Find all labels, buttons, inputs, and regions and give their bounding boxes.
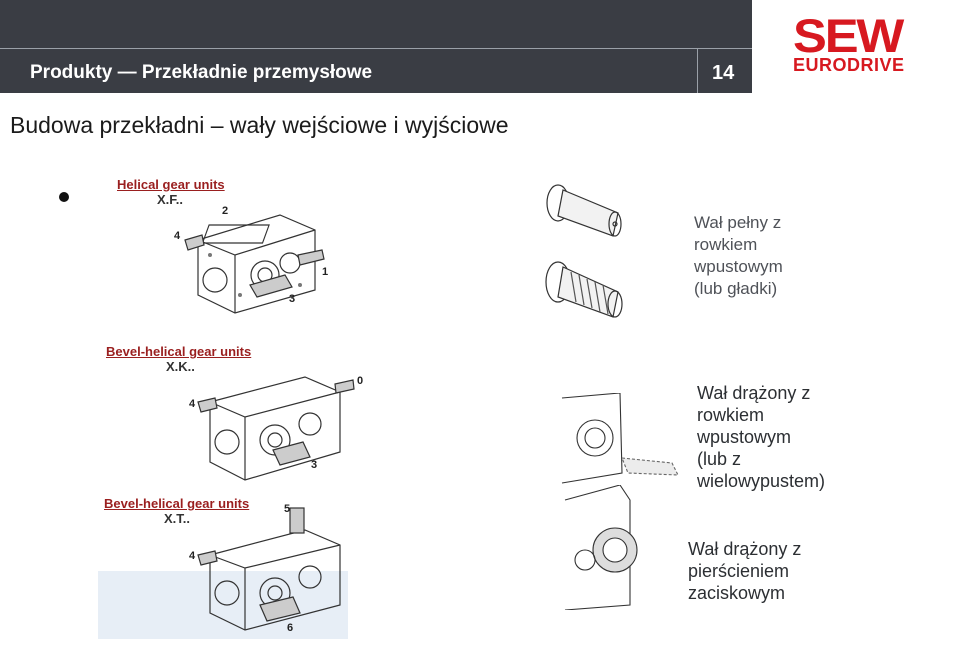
hollow-shrink-disc-shaft-drawing	[564, 485, 638, 610]
caption-line: pierścieniem	[688, 561, 790, 581]
figure-3-code: X.T..	[164, 511, 191, 526]
hollow-keyed-shaft-drawing	[561, 393, 679, 484]
logo-eurodrive: EURODRIVE	[793, 55, 905, 75]
figure-2-code: X.K..	[166, 359, 195, 374]
slide-title: Budowa przekładni – wały wejściowe i wyj…	[10, 112, 509, 138]
caption-line: wpustowym	[697, 427, 792, 447]
caption-line: zaciskowym	[688, 583, 786, 603]
bevel-helical-gear-unit-drawing	[197, 376, 355, 481]
caption-line: Wał drążony z	[688, 539, 802, 559]
caption-hollow-keyed: Wał drążony z rowkiem wpustowym (lub z w…	[697, 382, 825, 492]
header-divider	[697, 49, 698, 93]
fig1-num-4: 4	[174, 230, 181, 242]
caption-line: Wał drążony z	[697, 383, 811, 403]
header-rule	[0, 48, 752, 49]
caption-line: rowkiem	[694, 235, 758, 254]
caption-line: wielowypustem)	[697, 471, 826, 491]
bullet-point	[59, 192, 69, 202]
caption-solid-shaft: Wał pełny z rowkiem wpustowym (lub gładk…	[694, 212, 783, 300]
caption-line: rowkiem	[697, 405, 765, 425]
highlight-area	[98, 571, 348, 639]
fig3-num-6: 6	[287, 622, 294, 634]
bevel-helical-x-t-gear-unit-drawing	[197, 507, 341, 631]
fig1-num-1: 1	[322, 266, 329, 278]
header-title: Produkty — Przekładnie przemysłowe	[30, 62, 373, 83]
sew-eurodrive-logo: SEW EURODRIVE	[793, 12, 915, 75]
fig1-num-3: 3	[289, 293, 296, 305]
fig2-num-3: 3	[311, 459, 318, 471]
helical-gear-unit-drawing	[184, 214, 325, 314]
caption-line: Wał pełny z	[694, 213, 782, 232]
caption-line: (lub z	[697, 449, 742, 469]
caption-line: wpustowym	[694, 257, 783, 276]
splined-shaft-drawing	[545, 261, 623, 318]
figure-3-label: Bevel-helical gear units	[104, 496, 250, 511]
page-number: 14	[712, 62, 735, 84]
figure-1-label: Helical gear units	[117, 177, 225, 192]
solid-shaft-drawing	[546, 184, 622, 237]
fig3-num-4: 4	[189, 550, 196, 562]
fig2-num-0: 0	[357, 375, 364, 387]
figure-1-code: X.F..	[157, 192, 184, 207]
fig1-num-2: 2	[222, 205, 229, 217]
figure-2-label: Bevel-helical gear units	[106, 344, 252, 359]
fig3-num-5: 5	[284, 503, 291, 515]
caption-line: (lub gładki)	[694, 279, 778, 298]
logo-sew: SEW	[793, 9, 904, 62]
header-bar	[0, 0, 752, 93]
fig2-num-4: 4	[189, 398, 196, 410]
caption-hollow-shrink: Wał drążony z pierścieniem zaciskowym	[688, 538, 801, 604]
